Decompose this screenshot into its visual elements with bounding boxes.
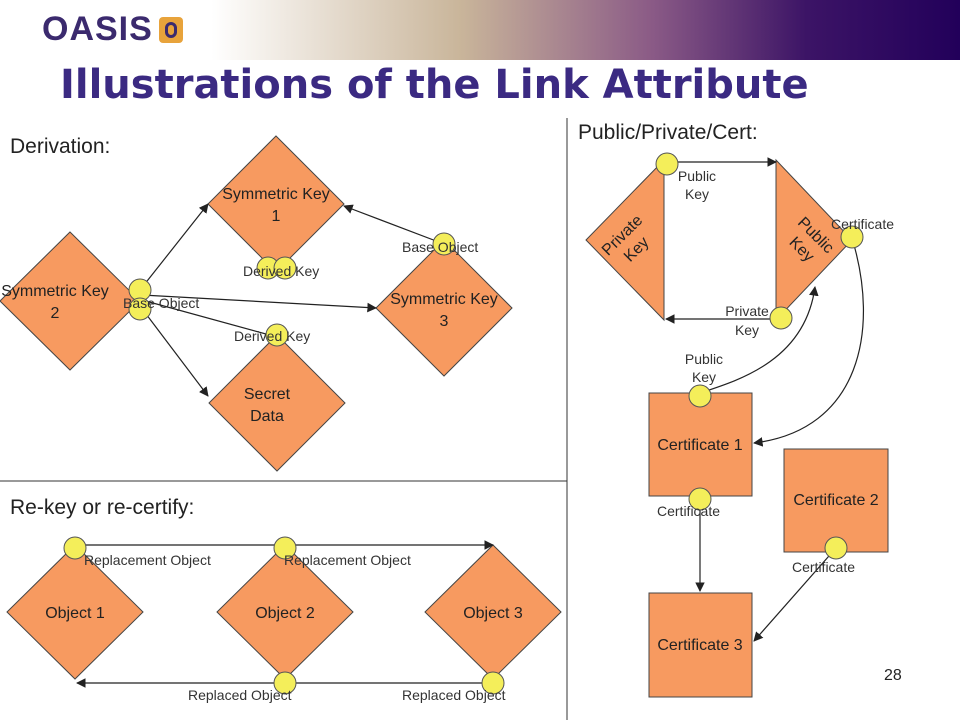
- public-key-mid-line1: Public: [685, 351, 723, 367]
- object-1-node: [6, 544, 144, 680]
- replacement-connector-1: [63, 536, 87, 560]
- sym-key-1-label: Symmetric Key 1: [222, 186, 330, 225]
- public-key-connector-top: [655, 152, 679, 176]
- replaced-label-1: Replaced Object: [188, 687, 292, 703]
- sym-key-2-line2: 2: [51, 305, 60, 322]
- derivation-heading: Derivation:: [10, 135, 110, 158]
- base-object-label-right: Base Object: [402, 239, 478, 255]
- certificate-1-node: [648, 392, 753, 497]
- arrow-to-secret-data: [139, 305, 209, 397]
- pubpriv-heading: Public/Private/Cert:: [578, 121, 758, 144]
- sym-key-2-node: [0, 231, 141, 371]
- sym-key-1-line2: 1: [272, 208, 281, 225]
- object-3-label: Object 3: [463, 605, 523, 622]
- certificate-2-label: Certificate 2: [793, 492, 878, 509]
- slide-title: Illustrations of the Link Attribute: [60, 62, 809, 108]
- certificate-top-label: Certificate: [831, 216, 894, 232]
- private-key-mid-line1: Private: [725, 303, 769, 319]
- certificate-connector-top: [840, 225, 864, 249]
- certificate-cert1-label: Certificate: [657, 503, 720, 519]
- derived-key-label-1: Derived Key: [243, 263, 319, 279]
- certificate-3-label: Certificate 3: [657, 637, 742, 654]
- sym-key-2-line1: Symmetric Key: [1, 283, 109, 300]
- page-number: 28: [884, 667, 902, 684]
- public-key-connector-cert1: [688, 384, 712, 408]
- sym-key-2-label: Symmetric Key 2: [1, 283, 109, 322]
- base-object-connector-2: [128, 297, 152, 321]
- replaced-connector-1: [273, 671, 297, 695]
- sym-key-3-line2: 3: [440, 313, 449, 330]
- oasis-logo: OASIS: [42, 10, 183, 49]
- rekey-heading: Re-key or re-certify:: [10, 496, 194, 519]
- header-banner: OASIS: [0, 0, 960, 60]
- private-key-mid-line2: Key: [735, 322, 759, 338]
- certificate-connector-cert1: [688, 487, 712, 511]
- oasis-mark-icon: [158, 17, 183, 43]
- secret-data-node: [208, 334, 346, 472]
- arrow-to-sym-key-1: [139, 203, 209, 291]
- sym-key-3-node: [375, 239, 513, 377]
- derived-key-connector-2: [273, 256, 297, 280]
- public-key-top-line1: Public: [678, 168, 716, 184]
- derived-key-connector-3: [265, 323, 289, 347]
- replacement-label-1: Replacement Object: [84, 552, 211, 568]
- certificate-2-node: [783, 448, 889, 553]
- base-object-label-left: Base Object: [123, 295, 199, 311]
- certificate-1-label: Certificate 1: [657, 437, 742, 454]
- public-key-mid-line2: Key: [692, 369, 716, 385]
- certificate-cert2-label: Certificate: [792, 559, 855, 575]
- certificate-connector-cert2: [824, 536, 848, 560]
- secret-data-line2: Data: [250, 408, 284, 425]
- derived-key-label-2: Derived Key: [234, 328, 310, 344]
- certificate-3-node: [648, 592, 753, 698]
- sym-key-1-node: [207, 135, 345, 273]
- object-1-label: Object 1: [45, 605, 105, 622]
- secret-data-line1: Secret: [244, 386, 291, 403]
- sym-key-1-line1: Symmetric Key: [222, 186, 330, 203]
- public-key-to-cert1-curve: [753, 237, 865, 447]
- replacement-label-2: Replacement Object: [284, 552, 411, 568]
- sym-key-3-line1: Symmetric Key: [390, 291, 498, 308]
- arrow-to-sym-key-3: [141, 294, 377, 313]
- logo-text: OASIS: [42, 10, 153, 48]
- private-key-node: [585, 158, 665, 322]
- arrow-key3-to-key1: [343, 204, 445, 245]
- cert2-to-cert3-arrow: [753, 547, 837, 642]
- private-key-connector: [769, 306, 793, 330]
- public-key-top-line2: Key: [685, 186, 709, 202]
- base-object-connector-3: [432, 232, 456, 256]
- replaced-connector-2: [481, 671, 505, 695]
- object-2-label: Object 2: [255, 605, 315, 622]
- cert1-to-public-key-curve: [699, 286, 819, 394]
- public-key-node: [775, 158, 853, 322]
- replacement-connector-2: [273, 536, 297, 560]
- sym-key-3-label: Symmetric Key 3: [390, 291, 498, 330]
- line-base-to-derived: [141, 299, 278, 338]
- replaced-label-2: Replaced Object: [402, 687, 506, 703]
